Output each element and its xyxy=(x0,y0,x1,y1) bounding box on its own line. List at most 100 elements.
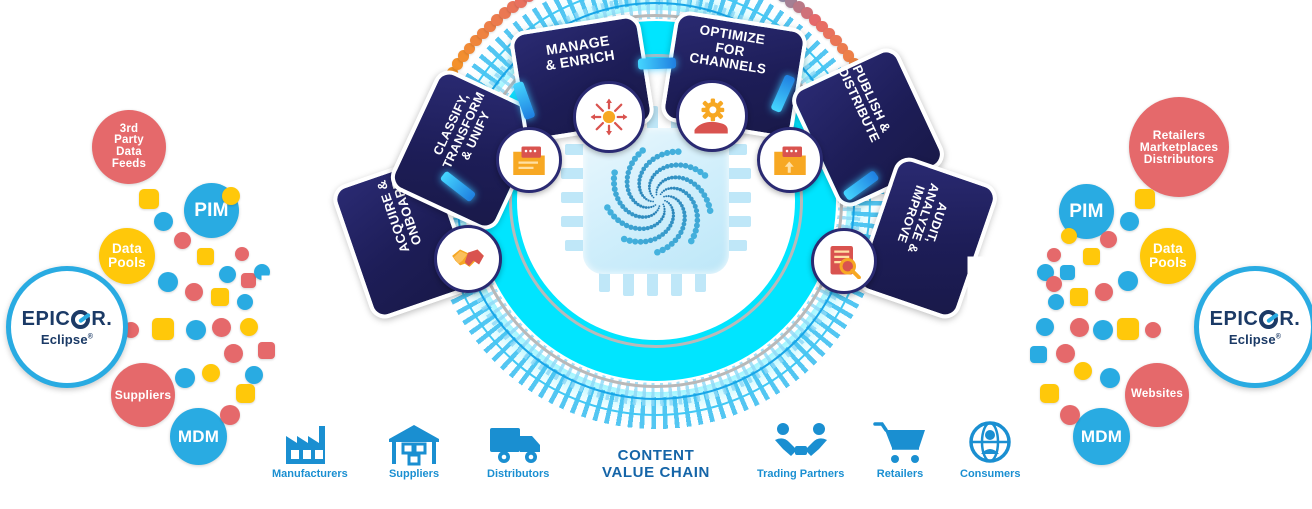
scatter-dot xyxy=(1145,322,1161,338)
spiral-dot xyxy=(664,149,671,157)
outbound-flow-arrow xyxy=(962,253,1052,358)
spiral-dot xyxy=(682,210,687,215)
spiral-dot xyxy=(636,202,640,207)
chip-pin xyxy=(561,192,587,203)
spiral-dot xyxy=(670,220,674,225)
chain-item-retailers[interactable]: Retailers xyxy=(873,420,927,480)
spiral-dot xyxy=(698,188,705,194)
spiral-dot xyxy=(647,214,651,218)
spiral-dot xyxy=(632,238,639,245)
scatter-dot xyxy=(1117,318,1139,340)
scatter-dot xyxy=(1083,248,1100,265)
spiral-dot xyxy=(675,148,682,155)
spiral-dot xyxy=(666,176,671,181)
spiral-dot xyxy=(655,221,660,226)
spiral-dot xyxy=(684,191,689,196)
spiral-dot xyxy=(678,187,683,192)
bubble-label: PIM xyxy=(194,199,229,221)
spiral-dot xyxy=(666,200,669,203)
bubble-label: Retailers Marketplaces Distributors xyxy=(1139,127,1219,167)
spiral-dot xyxy=(628,224,634,230)
medallion-classify-transform-unify[interactable] xyxy=(496,127,562,193)
medallion-optimize-for-channels[interactable] xyxy=(676,80,748,152)
scatter-dot xyxy=(154,212,173,231)
chip-pin xyxy=(725,144,747,155)
spiral-dot xyxy=(697,168,704,176)
chip-pin xyxy=(725,168,751,179)
scatter-dot xyxy=(1100,368,1120,388)
spiral-dot xyxy=(626,165,633,171)
spiral-dot xyxy=(669,175,674,180)
spiral-dot xyxy=(669,186,673,190)
gear-hand-icon xyxy=(694,98,728,134)
chip-pin xyxy=(695,270,706,292)
spiral-dot xyxy=(610,175,618,182)
spiral-dot xyxy=(639,147,646,154)
spiral-dot xyxy=(623,222,630,229)
medallion-audit-analyze-improve[interactable] xyxy=(811,228,877,294)
bubble-label: MDM xyxy=(1080,426,1123,446)
progress-dot xyxy=(514,0,527,8)
scatter-dot xyxy=(185,283,203,301)
spiral-dot xyxy=(658,205,661,208)
spiral-dot xyxy=(647,199,650,202)
bubble-label: 3rd Party Data Feeds xyxy=(111,122,147,170)
scatter-dot xyxy=(1135,189,1155,209)
spiral-dot xyxy=(668,223,673,228)
spiral-dot xyxy=(661,165,666,171)
spiral-dot xyxy=(645,225,650,231)
bubble-retailers-marketplaces-distributors: Retailers Marketplaces Distributors xyxy=(1129,97,1229,197)
spiral-dot xyxy=(690,232,698,240)
epicor-o-swoosh-icon xyxy=(71,309,91,329)
scatter-dot xyxy=(1056,344,1075,363)
spiral-dot xyxy=(633,213,638,218)
bubble-data-pools-left: Data Pools xyxy=(99,228,155,284)
spiral-dot xyxy=(635,151,642,158)
spiral-dot xyxy=(650,205,653,209)
handshake-icon xyxy=(452,249,484,267)
inbound-flow-arrow xyxy=(258,258,348,363)
spiral-dot xyxy=(669,195,673,198)
spiral-dot xyxy=(604,204,611,211)
spiral-dot xyxy=(617,200,623,206)
scatter-dot xyxy=(186,320,206,340)
spiral-dot xyxy=(663,205,666,208)
epicor-product-name: Eclipse® xyxy=(1228,331,1282,347)
chain-label: Consumers xyxy=(960,468,1021,480)
warehouse-icon xyxy=(389,425,439,466)
chain-item-consumers[interactable]: Consumers xyxy=(960,420,1021,480)
chain-item-trading-partners[interactable]: Trading Partners xyxy=(757,420,844,480)
scatter-dot xyxy=(237,294,253,310)
spiral-dot xyxy=(650,156,656,162)
medallion-acquire-onboard[interactable] xyxy=(434,225,502,293)
chain-item-distributors[interactable]: Distributors xyxy=(487,420,549,480)
spiral-dot xyxy=(675,186,679,191)
spiral-dot xyxy=(624,174,630,180)
chain-item-suppliers[interactable]: Suppliers xyxy=(386,422,442,480)
scatter-dot xyxy=(240,318,258,336)
spiral-dot xyxy=(663,207,666,211)
spiral-dot xyxy=(656,209,659,212)
spiral-dot xyxy=(655,193,658,196)
medallion-publish-distribute[interactable] xyxy=(757,127,823,193)
scatter-dot xyxy=(175,368,195,388)
spiral-dot xyxy=(633,200,638,205)
spiral-dot xyxy=(638,174,643,179)
spiral-dot xyxy=(678,162,684,168)
spiral-dot xyxy=(637,226,643,232)
spiral-dot xyxy=(611,213,618,220)
chain-item-manufacturers[interactable]: Manufacturers xyxy=(272,422,348,480)
spiral-dot xyxy=(625,187,631,193)
spiral-dot xyxy=(631,155,638,162)
spiral-dot xyxy=(667,202,671,205)
spiral-dot xyxy=(650,175,655,180)
folder-upload-icon xyxy=(774,146,806,175)
spiral-dot xyxy=(672,186,676,190)
medallion-manage-enrich[interactable] xyxy=(573,81,645,153)
scatter-dot xyxy=(1040,384,1059,403)
spiral-dot xyxy=(619,220,626,227)
scatter-dot xyxy=(1047,248,1061,262)
